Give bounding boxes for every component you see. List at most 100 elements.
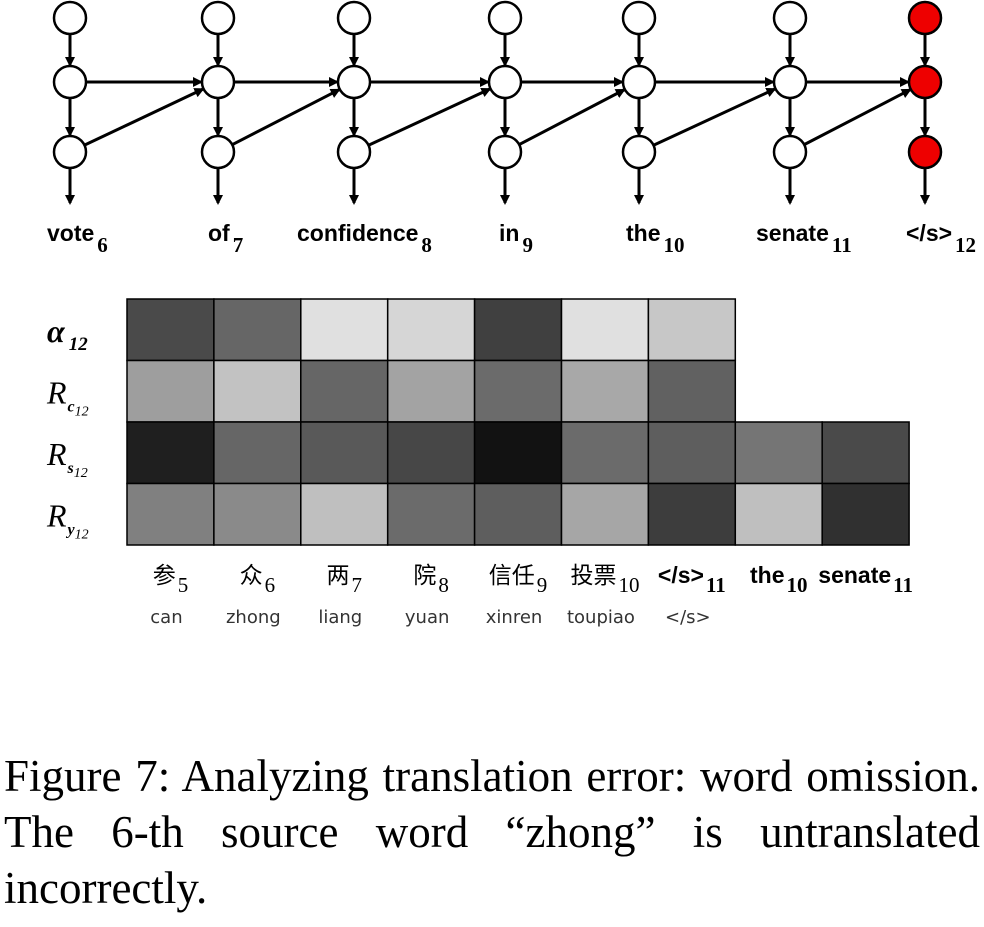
arrow-feed <box>83 87 205 147</box>
row-label: Ry12 <box>46 497 89 542</box>
source-word-index: 8 <box>438 573 449 597</box>
hidden-node <box>772 64 808 100</box>
heatmap-cell <box>647 359 737 423</box>
source-word-index: 7 <box>352 573 363 597</box>
pinyin-label: xinren <box>486 607 543 628</box>
target-word-index: 9 <box>522 233 533 257</box>
heatmap-cell <box>473 421 563 485</box>
target-word-index: 12 <box>955 233 976 257</box>
hidden-node <box>772 0 808 36</box>
heatmap-cell <box>300 298 389 362</box>
heatmap-cell <box>213 421 302 485</box>
pinyin-label: toupiao <box>567 607 635 628</box>
hidden-node <box>487 0 523 36</box>
hidden-node <box>772 134 808 170</box>
source-word-label: 信任9 <box>489 563 548 597</box>
row-label-sub-letter: y <box>66 521 76 538</box>
arrow-feed <box>367 87 492 147</box>
source-word-index: 10 <box>618 573 639 597</box>
heatmap-cell <box>821 421 910 485</box>
row-label-subscript: 12 <box>75 527 89 542</box>
hidden-node <box>336 64 372 100</box>
target-word-index: 6 <box>97 233 108 257</box>
heatmap-cell <box>300 421 389 485</box>
heatmap-cell <box>647 421 737 485</box>
source-word-label: senate11 <box>818 562 913 597</box>
source-word-label: 参5 <box>153 563 189 597</box>
row-label-sub-letter: c <box>68 398 75 415</box>
target-word-index: 7 <box>233 233 244 257</box>
source-word-index: 6 <box>265 573 276 597</box>
heatmap-cell <box>213 482 302 546</box>
heatmap-cell <box>213 298 302 362</box>
hidden-node <box>487 64 523 100</box>
heatmap-cell <box>647 298 737 362</box>
hidden-node <box>336 0 372 36</box>
source-word-label: 众6 <box>240 563 276 597</box>
pinyin-label: liang <box>318 607 362 628</box>
heatmap-cell <box>386 298 476 362</box>
heatmap-cell <box>560 359 650 423</box>
heatmap-cell <box>560 298 650 362</box>
source-word-label: </s>11 <box>658 562 726 597</box>
hidden-node <box>52 0 88 36</box>
heatmap-cell <box>386 359 476 423</box>
hidden-node <box>487 134 523 170</box>
arrow-feed <box>518 88 626 146</box>
heatmap-cell <box>300 359 389 423</box>
target-word-index: 10 <box>664 233 685 257</box>
heatmap-cell <box>473 482 563 546</box>
hidden-node-highlighted <box>907 0 943 36</box>
heatmap-cell <box>734 421 823 485</box>
heatmap-cell <box>126 421 215 485</box>
arrow-feed <box>231 88 341 147</box>
row-label: Rs12 <box>46 436 88 481</box>
heatmap-cell <box>473 298 563 362</box>
source-word-index: 9 <box>537 573 548 597</box>
source-word-label: the10 <box>750 562 808 597</box>
source-word-label: 两7 <box>327 563 363 597</box>
hidden-node <box>52 64 88 100</box>
heatmap-cell <box>473 359 563 423</box>
heatmap-cell <box>821 482 910 546</box>
hidden-node-highlighted <box>907 64 943 100</box>
heatmap-cell <box>647 482 737 546</box>
source-word-index: 11 <box>893 573 913 597</box>
heatmap-cell <box>386 421 476 485</box>
arrow-feed <box>803 88 912 146</box>
source-word-label: 院8 <box>413 563 449 597</box>
hidden-node <box>336 134 372 170</box>
heatmap-cell <box>126 298 215 362</box>
heatmap-cell <box>300 482 389 546</box>
heatmap-cell <box>734 482 823 546</box>
heatmap-cell <box>213 359 302 423</box>
hidden-node <box>200 134 236 170</box>
heatmap-cell <box>560 421 650 485</box>
hidden-node <box>52 134 88 170</box>
target-word-index: 11 <box>832 233 852 257</box>
hidden-node <box>621 64 657 100</box>
heatmap <box>126 298 910 546</box>
source-word-index: 11 <box>706 573 726 597</box>
arrow-feed <box>652 87 777 147</box>
heatmap-cell <box>126 482 215 546</box>
row-label-subscript: 12 <box>74 466 88 481</box>
hidden-node <box>200 0 236 36</box>
hidden-node <box>621 0 657 36</box>
row-label-subscript: 12 <box>75 404 89 419</box>
hidden-node-highlighted <box>907 134 943 170</box>
pinyin-label: </s> <box>665 607 711 628</box>
target-word-label: </s>12 <box>906 220 976 257</box>
target-word-index: 8 <box>421 233 432 257</box>
row-label: Rc12 <box>46 374 89 419</box>
source-word-index: 5 <box>178 573 189 597</box>
